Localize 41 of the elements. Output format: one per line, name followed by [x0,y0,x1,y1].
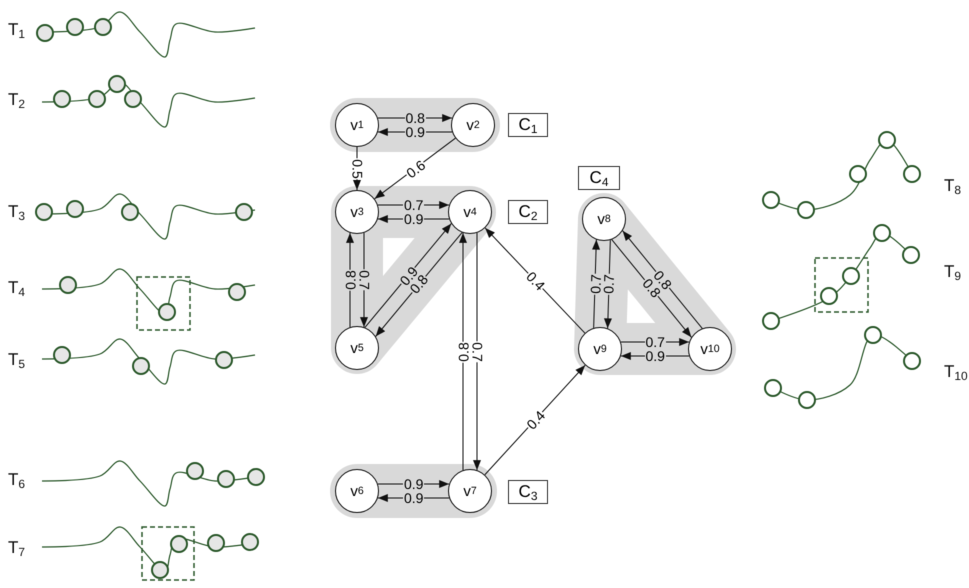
arrow [592,239,600,328]
cluster-label: C$_{3}$ [508,480,548,504]
arrow [377,494,450,502]
edge-label: 0.7 [644,335,666,349]
arrow [473,232,481,471]
edge-label: 0.8 [404,111,426,125]
edge-label: 0.8 [456,340,470,362]
arrow [377,114,453,122]
arrow [620,338,690,346]
edge-label: 0.7 [602,273,617,296]
trajectory-label: T$_{9}$ [944,262,962,285]
trajectory-label: T$_{7}$ [8,538,26,561]
trajectory-label: T$_{10}$ [944,362,968,385]
edge-label: 0.5 [350,158,364,180]
arrow [377,480,450,488]
trajectory-label: T$_{5}$ [8,350,26,373]
trajectory-label: T$_{8}$ [944,176,962,199]
trajectory-label: T$_{4}$ [8,278,26,301]
arrow [377,215,450,223]
cluster-label: C$_{2}$ [508,200,548,224]
cluster-label: C$_{4}$ [578,166,620,190]
arrow [459,232,467,471]
arrow [377,128,453,136]
edge-label: 0.9 [403,212,424,226]
trajectory-label: T$_{1}$ [8,20,26,43]
trajectory-label: T$_{3}$ [8,202,26,225]
edge-label: 0.9 [644,349,666,363]
arrow [604,240,612,329]
edge-label: 0.9 [404,125,426,139]
edge-label: 0.7 [357,269,372,291]
arrow [360,232,368,328]
edge-label: 0.9 [403,477,424,491]
trajectory-label: T$_{6}$ [8,470,26,493]
cluster-label: C$_{1}$ [508,113,548,137]
edge-label: 0.9 [403,491,424,505]
trajectory-label: T$_{2}$ [8,90,26,113]
edge-label: 0.7 [470,340,484,362]
arrow [346,232,354,328]
arrow [377,201,450,209]
edge-label: 0.7 [403,198,424,212]
arrow [620,352,690,360]
